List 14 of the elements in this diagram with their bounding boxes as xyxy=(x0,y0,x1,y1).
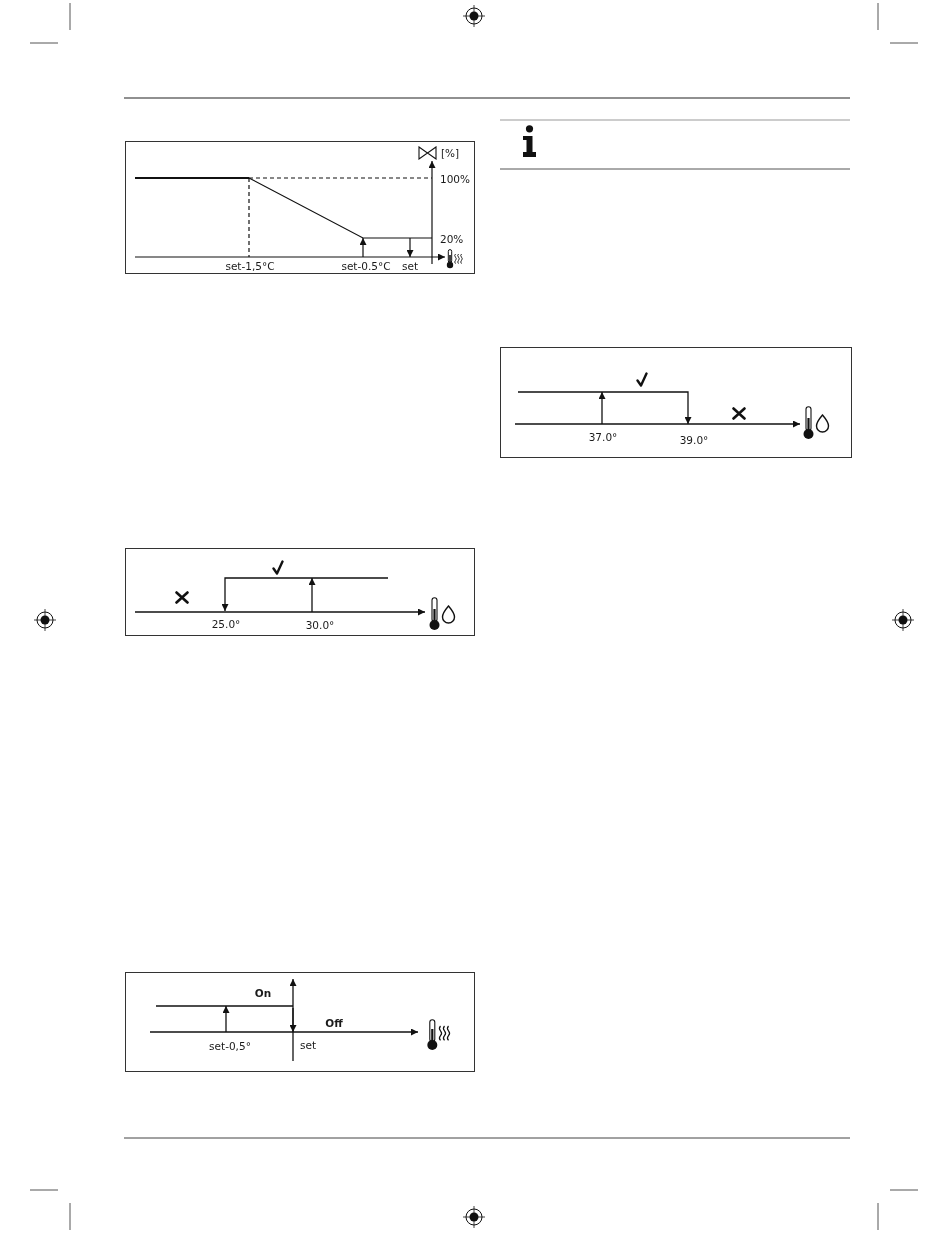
axis-label: 37.0° xyxy=(588,430,618,444)
axis-label: set-0.5°C xyxy=(341,259,391,273)
state-label: On xyxy=(254,986,272,1000)
axis-label: 39.0° xyxy=(679,433,709,447)
state-label: Off xyxy=(325,1016,343,1030)
axis-label: set-1,5°C xyxy=(225,259,275,273)
axis-label: 30.0° xyxy=(305,618,335,632)
axis-label: set-0,5° xyxy=(209,1039,251,1053)
unit-label: [%] xyxy=(441,146,460,160)
axis-label: set xyxy=(300,1038,317,1052)
tick-label: 100% xyxy=(440,172,471,186)
axis-label: 25.0° xyxy=(211,617,241,631)
tick-label: 20% xyxy=(440,232,464,246)
axis-label: set xyxy=(401,259,419,273)
